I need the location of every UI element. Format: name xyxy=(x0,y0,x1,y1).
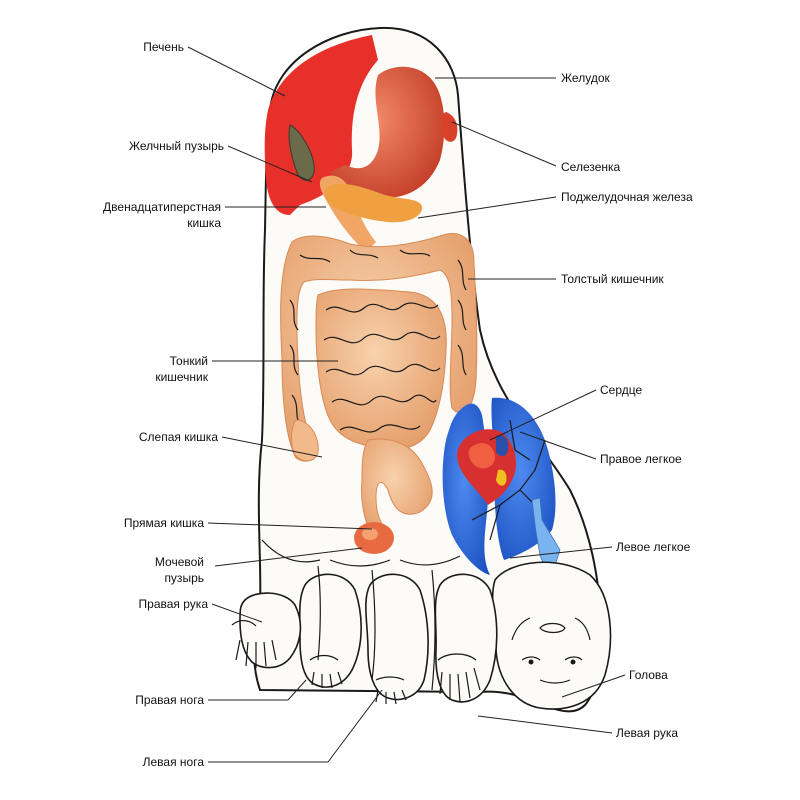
leader-lines xyxy=(187,46,626,763)
label-duodenum-1: Двенадцатиперстная xyxy=(103,200,221,214)
face xyxy=(511,617,591,684)
label-right-leg: Правая нога xyxy=(135,693,204,707)
liver-shape xyxy=(264,35,378,215)
label-small-intestine-2: кишечник xyxy=(155,370,208,384)
label-gallbladder: Желчный пузырь xyxy=(129,139,224,153)
label-spleen: Селезенка xyxy=(561,160,621,174)
label-bladder-1: Мочевой xyxy=(155,555,204,569)
cecum-shape xyxy=(291,419,319,462)
label-bladder-2: пузырь xyxy=(164,571,204,585)
label-left-leg: Левая нога xyxy=(143,755,205,769)
bladder-highlight xyxy=(362,528,378,540)
spleen-shape xyxy=(441,112,458,142)
label-stomach: Желудок xyxy=(561,71,610,85)
label-right-lung: Правое легкое xyxy=(600,452,682,466)
rectum-shape xyxy=(361,438,433,537)
gallbladder-shape xyxy=(288,124,315,181)
label-liver: Печень xyxy=(143,40,184,54)
label-left-lung: Левое легкое xyxy=(616,540,691,554)
label-rectum: Прямая кишка xyxy=(124,516,205,530)
label-heart: Сердце xyxy=(600,383,642,397)
small-intestine-shape xyxy=(315,288,447,450)
label-left-arm: Левая рука xyxy=(616,726,678,740)
label-pancreas: Поджелудочная железа xyxy=(561,190,693,204)
pancreas-shape xyxy=(324,183,423,223)
heart-shape xyxy=(456,429,516,505)
label-cecum: Слепая кишка xyxy=(139,430,218,444)
label-right-arm: Правая рука xyxy=(139,597,209,611)
stomach-shape xyxy=(330,66,445,199)
label-small-intestine-1: Тонкий xyxy=(170,354,208,368)
label-head: Голова xyxy=(629,668,668,682)
label-duodenum-2: кишка xyxy=(187,216,221,230)
toes xyxy=(231,539,612,710)
label-large-intestine: Толстый кишечник xyxy=(561,272,664,286)
